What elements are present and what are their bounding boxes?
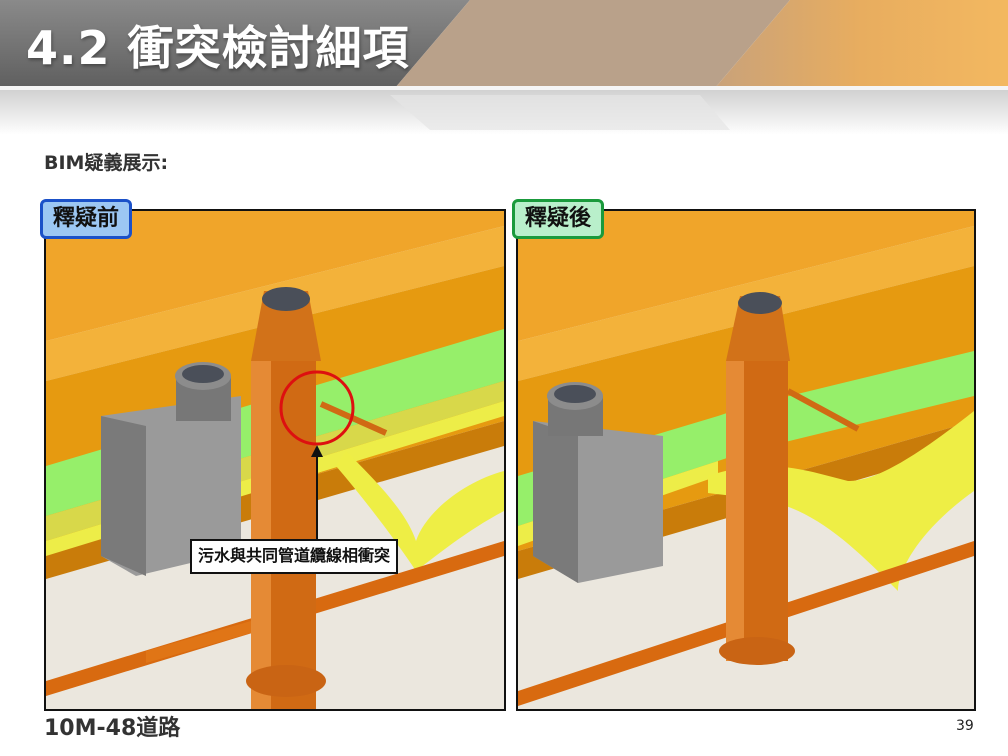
header-banner: 4.2 衝突檢討細項 [0, 0, 1008, 135]
panel-after-image [516, 209, 976, 711]
manhole-cap-icon [738, 292, 782, 314]
header-background [0, 0, 1008, 135]
conflict-circle-icon [279, 370, 355, 446]
duct-yellow-bend [708, 411, 974, 591]
bim-render-before [46, 211, 504, 709]
page-number: 39 [956, 718, 974, 734]
bim-render-after [518, 211, 974, 709]
panel-before-image [44, 209, 506, 711]
manhole-cap-icon [262, 287, 310, 311]
conflict-callout: 污水與共同管道纜線相衝突 [190, 539, 399, 574]
footer-label: 10M-48道路 [44, 716, 181, 741]
tag-after: 釋疑後 [512, 199, 605, 239]
page-title: 4.2 衝突檢討細項 [26, 21, 410, 75]
section-subtitle: BIM疑義展示: [44, 152, 169, 174]
tag-before: 釋疑前 [40, 199, 133, 239]
duct-yellow-bend [336, 451, 504, 571]
